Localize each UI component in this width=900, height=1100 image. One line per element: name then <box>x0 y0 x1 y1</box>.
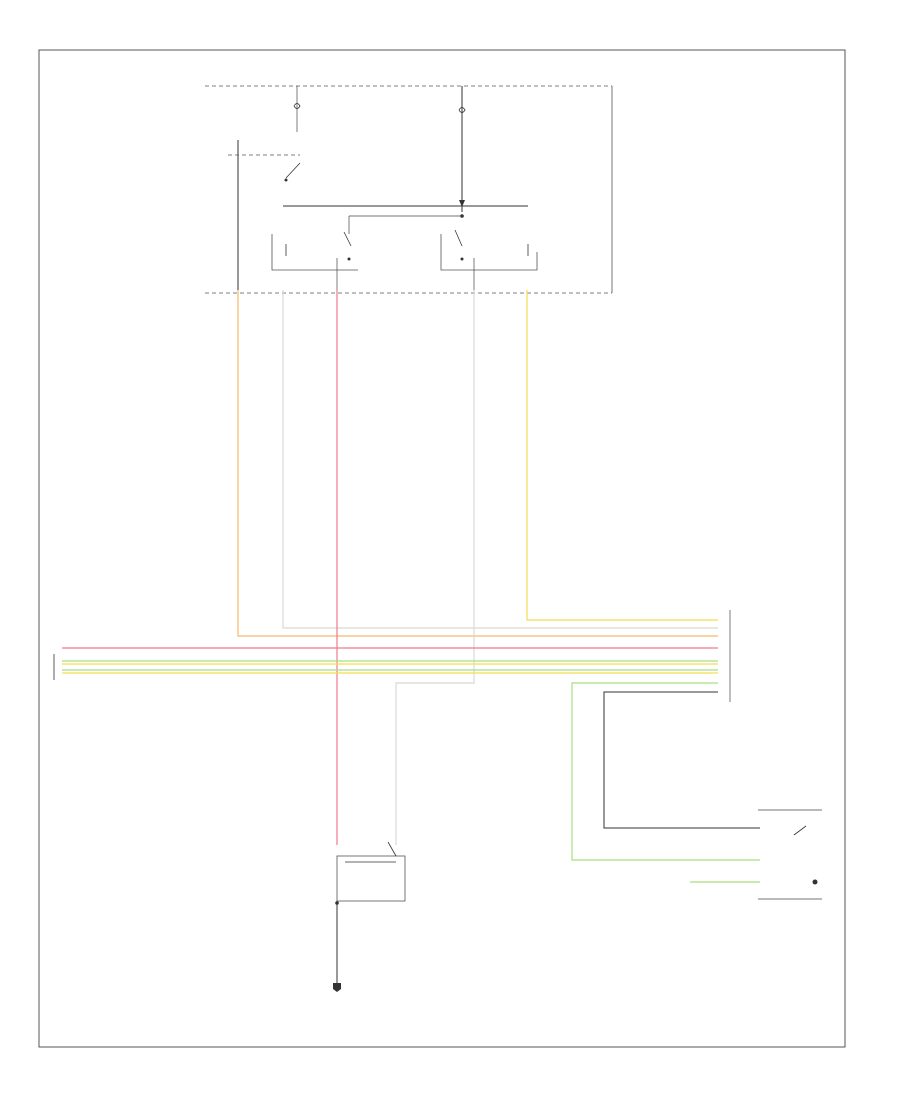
ground-junction <box>335 901 339 905</box>
relay-right <box>440 229 538 290</box>
sensor-ground-dot <box>812 879 818 885</box>
module-output-wires <box>237 290 718 845</box>
fuse-right-symbol <box>458 107 466 113</box>
relay-right-coil-box <box>440 234 538 271</box>
switch-blade <box>285 162 301 179</box>
left-harness <box>53 647 718 680</box>
relay-left <box>271 216 358 290</box>
diagram-frame <box>38 49 846 1048</box>
control-module <box>205 85 613 294</box>
wire-green-sensor <box>571 682 760 861</box>
relay-left-pivot <box>347 257 351 261</box>
sensor-switch <box>793 825 807 836</box>
relay-right-contact <box>454 229 463 247</box>
fuse-left <box>293 86 301 132</box>
fuse-left-symbol <box>293 103 301 109</box>
lower-component-lever <box>387 841 397 857</box>
lower-component <box>333 841 406 992</box>
relay-left-contact <box>343 231 352 247</box>
wire-gray <box>395 290 475 845</box>
fuse-right <box>458 86 466 212</box>
wire-yellow <box>526 290 718 621</box>
wire-light-gray <box>282 290 718 629</box>
wire-dark-sensor <box>603 691 760 829</box>
switch-assembly <box>228 140 301 290</box>
lower-component-box <box>336 855 406 902</box>
sensor-circuit <box>571 682 822 900</box>
switch-contact <box>284 178 288 182</box>
wire-orange <box>237 290 718 637</box>
fuse-right-arrow <box>459 200 465 207</box>
relay-left-coil-box <box>271 234 358 271</box>
ground-symbol-icon <box>333 983 341 992</box>
relay-right-pivot <box>460 257 464 261</box>
